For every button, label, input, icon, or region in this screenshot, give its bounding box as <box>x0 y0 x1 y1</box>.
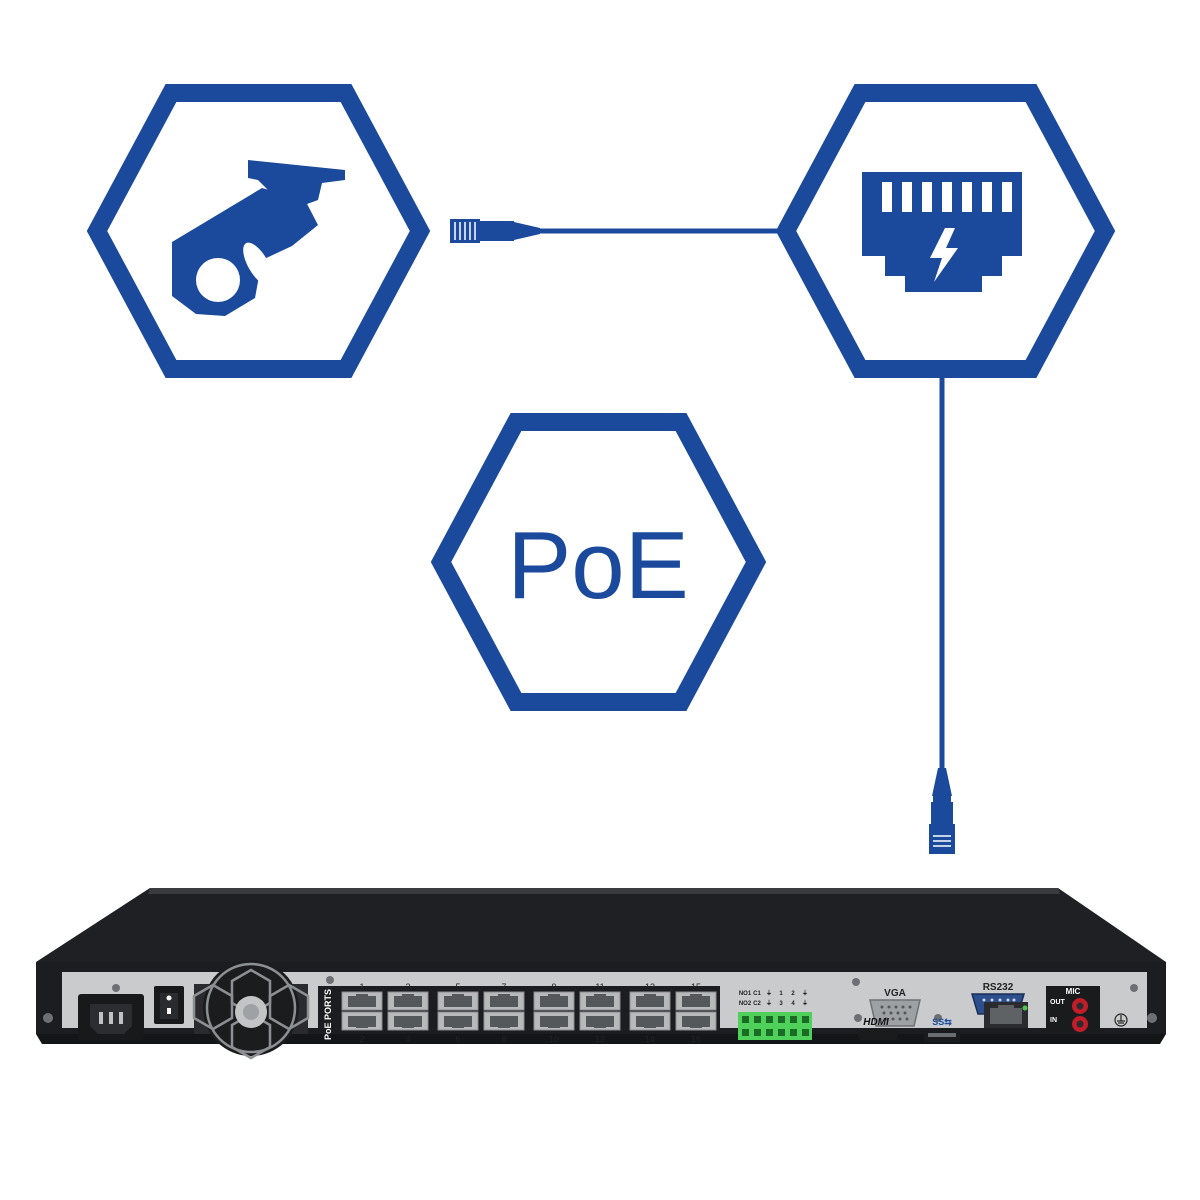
vga-port: VGA <box>869 988 921 1027</box>
port-number-label: 12 <box>595 1034 605 1044</box>
poe-port <box>341 991 383 1011</box>
alarm-terminal-label: ⏚ <box>802 990 808 997</box>
port-number-label: 7 <box>501 982 506 992</box>
hdmi-label: HDMI <box>863 1017 889 1028</box>
poe-port <box>533 991 575 1011</box>
port-number-label: 14 <box>645 1034 655 1044</box>
usb-port: SS⇆ <box>924 1017 960 1042</box>
camera-badge <box>86 84 431 378</box>
alarm-terminal-label: C2 <box>753 1001 761 1007</box>
poe-port <box>579 1011 621 1031</box>
port-number-label: 9 <box>551 982 556 992</box>
rj45-lightning-icon <box>862 172 1022 292</box>
bullet-camera-icon <box>172 160 345 316</box>
poe-port <box>483 991 525 1011</box>
alarm-terminal-label: NO1 <box>739 991 752 997</box>
poe-port <box>483 1011 525 1031</box>
poe-port <box>341 1011 383 1031</box>
port-number-label: 11 <box>595 982 604 992</box>
poe-port <box>533 1011 575 1031</box>
ground-terminal-icon <box>1114 1013 1128 1027</box>
usb-label: SS⇆ <box>932 1017 952 1027</box>
port-number-label: 10 <box>549 1034 559 1044</box>
vga-label: VGA <box>884 988 906 999</box>
poe-port <box>437 1011 479 1031</box>
lan-port <box>984 1002 1028 1028</box>
poe-port <box>675 991 717 1011</box>
port-number-label: 4 <box>405 1034 410 1044</box>
power-switch <box>154 986 184 1024</box>
alarm-terminal-label: 3 <box>779 1001 783 1007</box>
rs232-label: RS232 <box>983 982 1014 993</box>
port-number-label: 6 <box>455 1034 460 1044</box>
poe-port <box>579 991 621 1011</box>
poe-port <box>629 991 671 1011</box>
nvr-top-cover <box>36 888 1166 962</box>
port-number-label: 5 <box>455 982 460 992</box>
poe-ports-side-label: PoE PORTS <box>323 989 333 1040</box>
alarm-terminal-label: 2 <box>791 991 795 997</box>
port-number-label: 16 <box>691 1034 701 1044</box>
port-number-label: 1 <box>359 982 364 992</box>
poe-port <box>387 1011 429 1031</box>
mic-label: MIC <box>1066 987 1081 996</box>
poe-port <box>437 991 479 1011</box>
rj45-plug-bottom <box>929 768 955 854</box>
poe-port <box>387 991 429 1011</box>
rj45-plug-left <box>450 219 540 243</box>
hdmi-port: HDMI <box>856 1017 900 1040</box>
alarm-terminal-label: NO2 <box>739 1001 752 1007</box>
poe-badge: PoE <box>430 413 767 711</box>
poe-port-badge <box>775 84 1116 378</box>
alarm-terminal-label: ⏚ <box>766 1000 772 1007</box>
poe-port <box>629 1011 671 1031</box>
in-label: IN <box>1050 1017 1057 1024</box>
port-number-label: 2 <box>359 1034 364 1044</box>
power-inlet <box>78 994 144 1040</box>
port-number-label: 15 <box>691 982 701 992</box>
cooling-fan <box>192 960 310 1060</box>
out-label: OUT <box>1050 999 1066 1006</box>
audio-block: MIC OUT IN <box>1046 986 1100 1032</box>
port-number-label: 8 <box>501 1034 506 1044</box>
poe-port <box>675 1011 717 1031</box>
port-number-label: 3 <box>405 982 410 992</box>
port-number-label: 13 <box>645 982 655 992</box>
poe-label: PoE <box>507 512 688 619</box>
alarm-terminal-label: 4 <box>791 1001 795 1007</box>
alarm-terminal-label: 1 <box>779 991 783 997</box>
alarm-terminal-label: C1 <box>753 991 761 997</box>
alarm-terminal-label: ⏚ <box>802 1000 808 1007</box>
alarm-terminal-label: ⏚ <box>766 990 772 997</box>
